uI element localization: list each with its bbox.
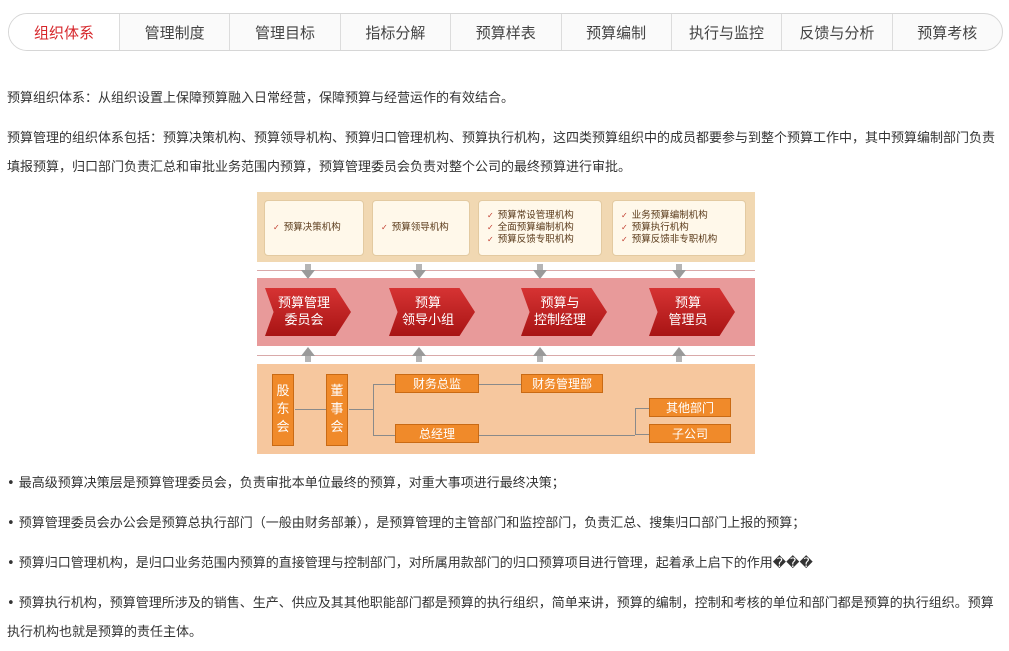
connector-line bbox=[479, 384, 521, 385]
down-arrow-icon bbox=[533, 270, 547, 279]
role-committee: 预算管理委员会 bbox=[265, 288, 351, 336]
arrow-stem bbox=[416, 356, 422, 362]
org-type-box: ✓预算常设管理机构 ✓全面预算编制机构 ✓预算反馈专职机构 bbox=[478, 200, 602, 256]
subsidiary-box: 子公司 bbox=[649, 424, 731, 443]
org-type-label: 预算决策机构 bbox=[283, 222, 341, 233]
org-type-label: 预算领导机构 bbox=[391, 222, 449, 233]
divider bbox=[257, 270, 755, 271]
role-line: 预算 bbox=[674, 296, 701, 311]
tab-execution-monitoring[interactable]: 执行与监控 bbox=[670, 14, 781, 50]
org-type-label: 预算反馈专职机构 bbox=[497, 234, 574, 245]
org-structure-diagram: ✓预算决策机构 ✓预算领导机构 ✓预算常设管理机构 ✓全面预算编制机构 ✓预算反… bbox=[257, 192, 755, 454]
finance-dept-label: 财务管理部 bbox=[531, 377, 592, 391]
org-type-label: 预算常设管理机构 bbox=[497, 210, 574, 221]
tab-indicator-breakdown[interactable]: 指标分解 bbox=[339, 14, 450, 50]
gm-box: 总经理 bbox=[395, 424, 479, 443]
connector-line bbox=[635, 434, 649, 435]
arrow-stem bbox=[537, 264, 543, 270]
bullet-item: • 预算归口管理机构，是归口业务范围内预算的直接管理与控制部门，对所属用款部门的… bbox=[7, 556, 813, 571]
tick-icon: ✓ bbox=[273, 223, 280, 232]
tick-icon: ✓ bbox=[621, 211, 628, 220]
finance-dept-box: 财务管理部 bbox=[521, 374, 603, 393]
role-line: 预算管理 bbox=[277, 296, 330, 311]
arrow-stem bbox=[305, 264, 311, 270]
role-line: 预算 bbox=[414, 296, 441, 311]
tick-icon: ✓ bbox=[487, 223, 494, 232]
connector-line bbox=[373, 384, 395, 385]
tab-org-system[interactable]: 组织体系 bbox=[9, 14, 119, 50]
tab-management-goals[interactable]: 管理目标 bbox=[229, 14, 339, 50]
down-arrow-icon bbox=[672, 270, 686, 279]
role-line: 预算与 bbox=[540, 296, 580, 311]
tick-icon: ✓ bbox=[621, 235, 628, 244]
up-arrow-icon bbox=[672, 347, 686, 356]
arrow-stem bbox=[676, 356, 682, 362]
role-line: 委员会 bbox=[284, 313, 324, 328]
tab-budget-samples[interactable]: 预算样表 bbox=[450, 14, 560, 50]
org-type-box: ✓预算领导机构 bbox=[372, 200, 470, 256]
up-arrow-icon bbox=[533, 347, 547, 356]
tab-budget-assessment[interactable]: 预算考核 bbox=[891, 14, 1002, 50]
role-line: 控制经理 bbox=[533, 313, 586, 328]
arrow-stem bbox=[537, 356, 543, 362]
cfo-box: 财务总监 bbox=[395, 374, 479, 393]
up-arrow-icon bbox=[412, 347, 426, 356]
other-depts-label: 其他部门 bbox=[665, 401, 714, 415]
connector-line bbox=[295, 409, 326, 410]
tab-feedback-analysis[interactable]: 反馈与分析 bbox=[781, 14, 891, 50]
tick-icon: ✓ bbox=[381, 223, 388, 232]
org-type-label: 业务预算编制机构 bbox=[631, 210, 708, 221]
divider bbox=[257, 355, 755, 356]
connector-line bbox=[635, 408, 649, 409]
connector-line bbox=[349, 409, 373, 410]
arrow-stem bbox=[676, 264, 682, 270]
role-control-manager: 预算与控制经理 bbox=[521, 288, 607, 336]
down-arrow-icon bbox=[301, 270, 315, 279]
tick-icon: ✓ bbox=[487, 235, 494, 244]
connector-line bbox=[373, 435, 395, 436]
connector-line bbox=[373, 384, 374, 435]
org-type-box: ✓预算决策机构 bbox=[264, 200, 364, 256]
cfo-label: 财务总监 bbox=[412, 377, 461, 391]
org-type-label: 预算执行机构 bbox=[631, 222, 689, 233]
tab-bar: 组织体系 管理制度 管理目标 指标分解 预算样表 预算编制 执行与监控 反馈与分… bbox=[8, 13, 1003, 51]
org-type-label: 预算反馈非专职机构 bbox=[631, 234, 718, 245]
shareholders-label: 股东会 bbox=[276, 384, 290, 435]
other-depts-box: 其他部门 bbox=[649, 398, 731, 417]
down-arrow-icon bbox=[412, 270, 426, 279]
board-label: 董事会 bbox=[330, 384, 344, 435]
bullet-item: • 最高级预算决策层是预算管理委员会，负责审批本单位最终的预算，对重大事项进行最… bbox=[7, 476, 565, 491]
connector-line bbox=[479, 435, 635, 436]
board-box: 董事会 bbox=[326, 374, 348, 446]
org-type-box: ✓业务预算编制机构 ✓预算执行机构 ✓预算反馈非专职机构 bbox=[612, 200, 746, 256]
role-leading-group: 预算领导小组 bbox=[389, 288, 475, 336]
connector-line bbox=[635, 408, 636, 435]
shareholders-box: 股东会 bbox=[272, 374, 294, 446]
subsidiary-label: 子公司 bbox=[671, 427, 708, 441]
bullet-item: • 预算管理委员会办公会是预算总执行部门（一般由财务部兼），是预算管理的主管部门… bbox=[7, 516, 806, 531]
tick-icon: ✓ bbox=[487, 211, 494, 220]
gm-label: 总经理 bbox=[418, 427, 455, 441]
tick-icon: ✓ bbox=[621, 223, 628, 232]
role-administrator: 预算管理员 bbox=[649, 288, 735, 336]
intro-paragraph: 预算组织体系：从组织设置上保障预算融入日常经营，保障预算与经营运作的有效结合。 bbox=[7, 91, 515, 106]
arrow-stem bbox=[305, 356, 311, 362]
org-type-label: 全面预算编制机构 bbox=[497, 222, 574, 233]
bullet-item: • 预算执行机构，预算管理所涉及的销售、生产、供应及其其他职能部门都是预算的执行… bbox=[7, 596, 994, 640]
role-line: 领导小组 bbox=[401, 313, 454, 328]
arrow-stem bbox=[416, 264, 422, 270]
up-arrow-icon bbox=[301, 347, 315, 356]
tab-budget-preparation[interactable]: 预算编制 bbox=[560, 14, 671, 50]
org-paragraph: 预算管理的组织体系包括：预算决策机构、预算领导机构、预算归口管理机构、预算执行机… bbox=[7, 131, 996, 175]
tab-management-rules[interactable]: 管理制度 bbox=[119, 14, 229, 50]
role-line: 管理员 bbox=[668, 313, 708, 328]
